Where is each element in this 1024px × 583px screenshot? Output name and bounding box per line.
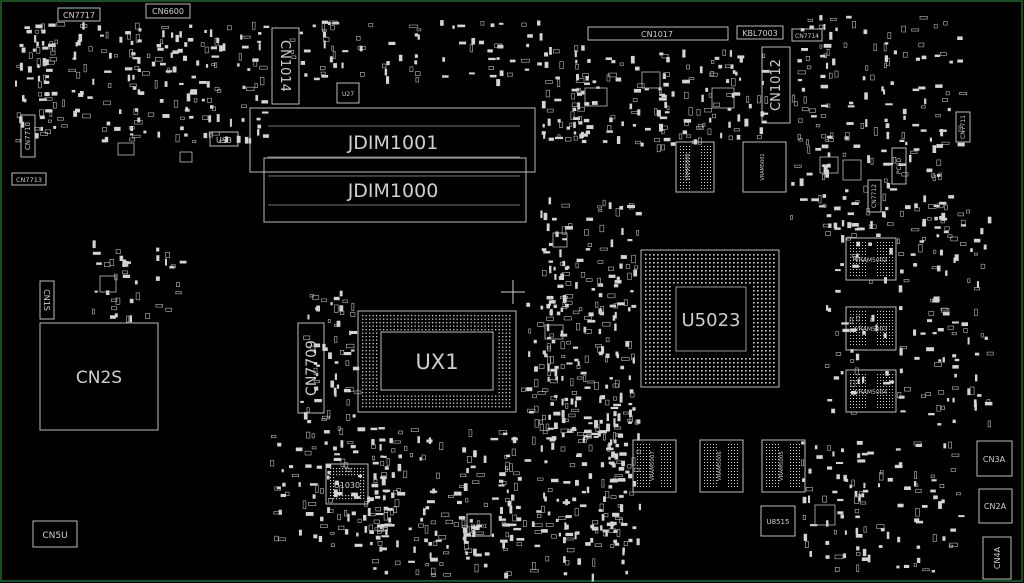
cn7714-outline[interactable] <box>791 28 823 42</box>
u8515-package[interactable]: U8515 <box>760 505 796 537</box>
cn6600-outline[interactable] <box>145 3 191 19</box>
ux1-package[interactable]: UX1 <box>357 310 517 413</box>
cn2a-outline[interactable] <box>978 488 1013 524</box>
jdim1000-label: JDIM1000 <box>347 180 439 202</box>
cn1s-outline[interactable] <box>39 280 55 320</box>
pc8d-outline[interactable] <box>891 147 907 185</box>
vram5007-label: VRAM5007 <box>650 451 656 481</box>
cn5u-outline[interactable] <box>32 520 78 548</box>
cn7711-outline[interactable] <box>955 111 971 143</box>
u5023-package[interactable]: U5023 <box>640 249 780 388</box>
vram5005-label: VRAM5005 <box>779 451 785 481</box>
vram5001-label: VRAM5001 <box>760 153 766 180</box>
cn1014-outline[interactable] <box>271 27 300 105</box>
cn7714-label: CN7714 <box>795 33 819 40</box>
vram5005-package[interactable]: VRAM5005 <box>761 439 806 493</box>
vram5006-label: VRAM5006 <box>717 451 723 481</box>
cn7709-label: CN7709 <box>304 340 320 396</box>
vram5000-label: VRAM5000 <box>685 153 691 180</box>
ux1-label: UX1 <box>415 350 458 374</box>
u1030-label: U1030 <box>334 481 360 490</box>
cn7717-outline[interactable] <box>57 7 101 22</box>
cn7711-label: CN7711 <box>960 115 967 139</box>
cn7713-outline[interactable] <box>11 172 47 186</box>
cn4a-label: CN4A <box>993 546 1002 569</box>
vram5004-label: VRAM5004 <box>855 389 888 396</box>
vram5001-package[interactable]: VRAM5001 <box>742 141 787 193</box>
u27-label: U27 <box>342 91 354 98</box>
cn7713-label: CN7713 <box>16 176 42 184</box>
cn5u-label: CN5U <box>42 531 67 541</box>
cn4a-outline[interactable] <box>982 536 1012 580</box>
cn2a-label: CN2A <box>984 502 1007 511</box>
u8515-label: U8515 <box>767 518 790 526</box>
cn3a-outline[interactable] <box>976 440 1013 477</box>
passive-components-field <box>15 15 994 582</box>
cn7712-label: CN7712 <box>871 184 878 208</box>
cn1014-label: CN1014 <box>277 40 292 92</box>
cn6600-label: CN6600 <box>152 7 184 16</box>
kbl7003-outline[interactable] <box>736 25 784 40</box>
kbl7003-label: KBL7003 <box>742 29 778 38</box>
cn2s-outline[interactable] <box>39 322 159 431</box>
vram5006-package[interactable]: VRAM5006 <box>699 439 744 493</box>
crosshair-cursor-icon <box>501 280 525 304</box>
cn1012-label: CN1012 <box>769 59 784 111</box>
cn7709-outline[interactable] <box>297 322 325 414</box>
jdim1001-label: JDIM1001 <box>347 132 439 154</box>
cn1017-label: CN1017 <box>641 30 673 39</box>
cn7710-label: CN7710 <box>24 122 32 150</box>
vram5003-label: VRAM5003 <box>855 326 888 333</box>
jdim1000-outline[interactable] <box>263 157 527 223</box>
cn7712-outline[interactable] <box>867 179 882 213</box>
u5023-label: U5023 <box>682 310 741 331</box>
cn2s-label: CN2S <box>76 368 122 388</box>
u27-outline[interactable] <box>336 82 360 104</box>
cn3a-label: CN3A <box>983 455 1006 464</box>
vram5002-label: VRAM5002 <box>855 257 888 264</box>
cn1s-label: CN1S <box>42 289 51 311</box>
cn1017-outline[interactable] <box>587 26 729 41</box>
cn7717-label: CN7717 <box>63 11 95 20</box>
